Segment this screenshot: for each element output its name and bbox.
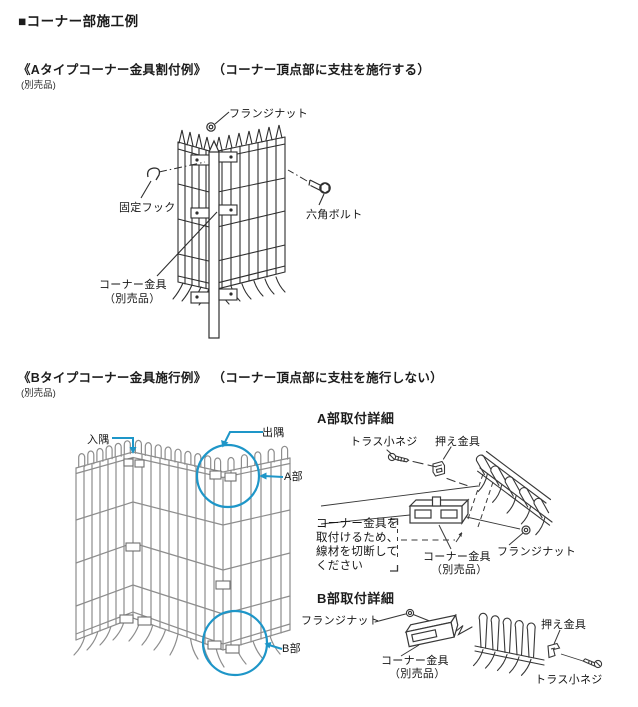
section-b-heading: 《Bタイプコーナー金具施行例》 （コーナー頂点部に支柱を施行しない）: [18, 367, 443, 386]
hex-bolt-icon: [308, 179, 331, 194]
detail-a-title: A部取付詳細: [317, 411, 395, 426]
corner-bracket-icon-a: [408, 496, 470, 525]
corner-bracket-leader-detail-a: [438, 524, 452, 550]
fence-vertical-wires-right: [221, 138, 277, 289]
cut-note-arrowhead: [458, 532, 462, 537]
flange-nut-leader: [214, 111, 230, 125]
hex-bolt-axis-line: [287, 169, 308, 182]
fence-bottom-flares-left: [172, 282, 210, 306]
b-fence-top-loops-left: [78, 440, 131, 467]
b-fence-verticals-return: [230, 459, 282, 649]
b-fence-bottom-prongs-return: [235, 635, 281, 665]
b-fence-brackets: [119, 458, 240, 654]
truss-screw-leader-a: [386, 449, 392, 455]
press-bracket-screw-line-b: [560, 653, 584, 662]
page-title: ■コーナー部施工例: [18, 14, 139, 29]
fence-piece-b: [472, 612, 545, 676]
b-fence-horizontals: [75, 501, 291, 615]
fence-top-spikes-left: [178, 129, 211, 151]
flange-nut-leader-detail-b: [374, 613, 407, 623]
hex-bolt-leader: [318, 193, 325, 206]
cut-note-corner-marks: [390, 518, 399, 572]
press-bracket-icon-b: [547, 642, 561, 659]
flange-nut-icon: [206, 122, 216, 132]
press-bracket-leader-b: [553, 629, 561, 645]
b-fence-bottom-prongs-middle: [128, 620, 225, 668]
section-b-heading-condition: （コーナー頂点部に支柱を施行しない）: [212, 371, 443, 385]
press-bracket-icon-a: [432, 460, 446, 477]
corner-bracket-leader-detail-b: [400, 644, 420, 657]
label-part-a: A部: [284, 471, 303, 483]
label-corner-bracket-detail-a: コーナー金具: [423, 551, 491, 563]
flange-nut-icon-detail-a: [521, 525, 531, 535]
label-hex-bolt: 六角ボルト: [306, 209, 363, 221]
part-b-arrow-line: [268, 644, 283, 650]
b-fence-verticals-left: [83, 453, 125, 638]
fence-top-spikes-right: [215, 124, 283, 151]
press-bracket-dashes-a: [446, 477, 468, 487]
label-outside-corner: 出隅: [262, 427, 285, 439]
flange-nut-leader-detail-a: [508, 532, 524, 546]
corner-bracket-leader: [156, 211, 218, 277]
label-corner-bracket-a: コーナー金具: [99, 279, 167, 291]
blue-arrowheads: [129, 440, 272, 649]
diagram-a-corner-fence-illustration: [140, 111, 331, 339]
detail-b-title: B部取付詳細: [317, 591, 395, 606]
label-inside-corner: 入隅: [87, 434, 110, 446]
fixed-hook-leader: [140, 180, 152, 199]
label-corner-bracket-detail-a-note: （別売品）: [431, 564, 488, 576]
section-a-heading-condition: （コーナー頂点部に支柱を施行する）: [212, 63, 431, 77]
label-truss-screw-b: トラス小ネジ: [535, 674, 603, 686]
press-bracket-leader-a: [442, 446, 452, 460]
cut-wire-dash-lines: [466, 473, 494, 528]
fence-piece-a: [475, 450, 553, 536]
flange-nut-icon-detail-b: [405, 608, 415, 618]
label-corner-bracket-detail-b: コーナー金具: [381, 655, 449, 667]
b-fence-edges: [75, 456, 291, 651]
blue-leader-lines: [112, 431, 284, 650]
b-fence-verticals-middle: [141, 453, 215, 648]
label-fixed-hook: 固定フック: [119, 202, 176, 214]
truss-screw-dashes-a: [412, 460, 437, 468]
label-flange-nut-detail-b: フランジナット: [301, 615, 381, 627]
label-corner-bracket-detail-b-note: （別売品）: [389, 668, 446, 680]
outside-corner-arrow-line: [224, 431, 263, 443]
b-fence-bottom-prongs-left: [73, 621, 125, 656]
section-b-heading-main: 《Bタイプコーナー金具施行例》: [18, 371, 207, 385]
truss-screw-icon-a: [387, 452, 410, 463]
corner-bracket-icon-b: [404, 613, 459, 648]
bracket-screw-dots: [195, 155, 233, 299]
section-a-heading-main: 《Aタイプコーナー金具割付例》: [18, 63, 207, 77]
label-part-b: B部: [282, 643, 301, 655]
cut-wire-zigzag-b: [454, 625, 473, 636]
thin-wire-lines-a: [320, 485, 521, 530]
section-a-heading: 《Aタイプコーナー金具割付例》 （コーナー頂点部に支柱を施行する）: [18, 59, 430, 78]
label-truss-screw-a: トラス小ネジ: [350, 436, 418, 448]
section-b-note: (別売品): [21, 388, 56, 399]
corner-post: [208, 139, 220, 339]
label-flange-nut-detail-a: フランジナット: [497, 546, 577, 558]
corner-bracket-plates: [190, 151, 238, 304]
b-fence-top-loops-return: [227, 445, 289, 471]
b-fence-top-loops-middle: [134, 439, 222, 472]
section-a-note: (別売品): [21, 80, 56, 91]
cut-wire-note: コーナー金具を 取付けるため、 線材を切断して ください: [316, 518, 399, 572]
detail-a-exploded-illustration: [320, 446, 553, 572]
fixed-hook-icon: [146, 167, 161, 181]
label-press-bracket-b: 押え金具: [541, 619, 587, 631]
fixed-hook-axis-line: [158, 161, 206, 173]
inside-corner-arrow-line: [112, 437, 134, 448]
part-a-arrow-line: [263, 475, 284, 478]
truss-screw-icon-b: [582, 658, 603, 669]
label-press-bracket-a: 押え金具: [435, 436, 481, 448]
fence-side-edges: [177, 136, 286, 283]
label-flange-nut-a: フランジナット: [229, 108, 309, 120]
detail-b-exploded-illustration: [374, 608, 603, 676]
fence-horizontal-wires: [177, 177, 286, 263]
diagram-b-fence-overview-illustration: [73, 431, 291, 677]
label-corner-bracket-a-note: （別売品）: [104, 293, 161, 305]
